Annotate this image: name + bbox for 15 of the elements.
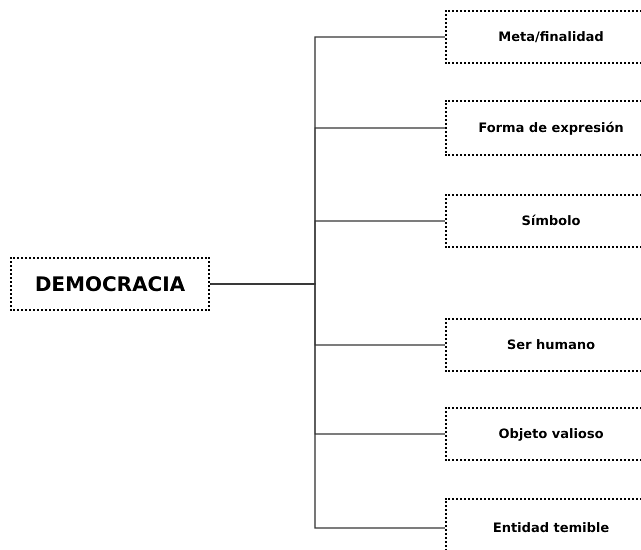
concept-label: DEMOCRACIA xyxy=(34,272,186,296)
concept-label: Ser humano xyxy=(506,338,596,352)
concept-box xyxy=(445,318,641,372)
concept-label: Objeto valioso xyxy=(498,426,604,442)
concept-label: Forma de expresión xyxy=(478,120,624,136)
concept-box xyxy=(445,10,641,64)
concept-label: Meta/finalidad xyxy=(498,30,604,44)
connector-line xyxy=(210,283,445,529)
concept-box xyxy=(445,407,641,461)
concept-box xyxy=(445,194,641,248)
concept-box xyxy=(445,100,641,156)
concept-label: Entidad temible xyxy=(492,520,610,536)
concept-label: Símbolo xyxy=(522,214,580,228)
concept-box xyxy=(445,498,641,550)
concept-box xyxy=(10,257,210,311)
